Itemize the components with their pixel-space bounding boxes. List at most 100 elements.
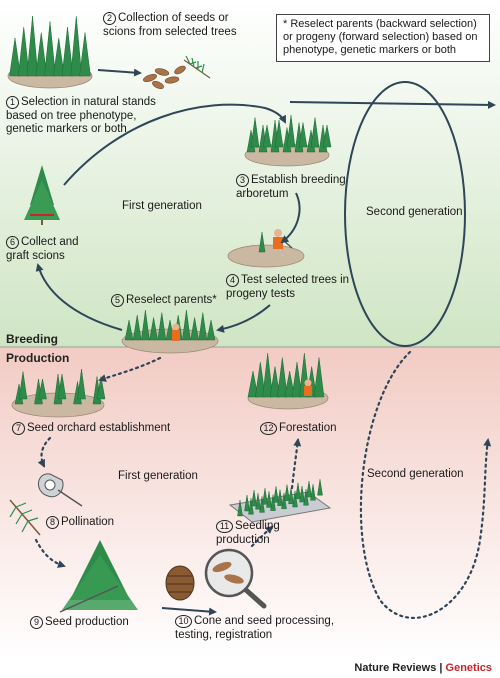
- tree-icon: [57, 373, 67, 400]
- tree-icon: [198, 312, 208, 341]
- arrow-to-next-generation: [289, 100, 496, 109]
- tree-icon: [38, 378, 47, 400]
- tree-icon: [35, 32, 48, 77]
- journal-credit: Nature Reviews | Genetics: [354, 662, 492, 674]
- tree-icon: [251, 489, 257, 507]
- progeny-test-tree: [258, 231, 266, 253]
- progeny-test-ground: [227, 244, 305, 268]
- production-second-generation-label: Second generation: [367, 468, 464, 480]
- tree-icon: [299, 485, 305, 503]
- tree-icon: [310, 484, 316, 501]
- breeding-first-generation-label: First generation: [122, 200, 202, 212]
- tree-icon: [157, 312, 167, 341]
- step-number: 10: [175, 615, 192, 628]
- tree-icon: [149, 317, 158, 341]
- tree-icon: [284, 370, 295, 398]
- tree-icon: [322, 124, 332, 148]
- tree-icon: [291, 361, 303, 398]
- step-number: 9: [30, 616, 43, 629]
- tree-icon: [255, 361, 266, 398]
- tree-icon: [61, 26, 74, 77]
- arrow-to-arboretum: [63, 103, 286, 186]
- tree-icon: [274, 119, 284, 148]
- arrow-5-to-6: [35, 263, 123, 331]
- production-section-title: Production: [6, 351, 70, 365]
- tree-icon: [52, 37, 65, 77]
- tree-icon: [132, 314, 142, 341]
- tree-icon: [244, 494, 250, 512]
- tree-icon: [182, 309, 191, 341]
- tree-icon: [262, 124, 272, 148]
- pine-cone-icon: [165, 565, 195, 601]
- tree-icon: [96, 376, 106, 400]
- worker-figure-icon: [172, 323, 180, 341]
- step-number: 4: [226, 274, 239, 287]
- tree-icon: [258, 231, 266, 253]
- tree-icon: [18, 371, 28, 400]
- tree-icon: [26, 15, 39, 77]
- arrow-11-to-12: [290, 438, 302, 490]
- breeding-section-title: Breeding: [6, 332, 59, 346]
- tree-icon: [266, 491, 272, 508]
- grafted-seedling-icon: [24, 165, 60, 225]
- breeding-arrows: [35, 68, 496, 616]
- tray-seedlings: [237, 479, 323, 517]
- breeding-second-generation-label: Second generation: [366, 206, 463, 218]
- tree-icon: [141, 309, 150, 341]
- tree-icon: [237, 499, 243, 517]
- step-number: 7: [12, 422, 25, 435]
- arrow-7-to-8: [37, 436, 52, 468]
- tree-icon: [273, 486, 279, 503]
- orchard-trees: [14, 368, 106, 405]
- step-number: 6: [6, 236, 19, 249]
- tree-icon: [310, 117, 320, 148]
- tree-icon: [17, 26, 30, 77]
- tree-icon: [70, 15, 83, 77]
- arrow-1-to-2: [97, 68, 142, 77]
- production-second-generation-loop: [359, 350, 492, 619]
- production-arrows: [34, 350, 492, 619]
- tree-icon: [9, 37, 21, 77]
- tree-icon: [190, 317, 199, 341]
- natural-stand-trees: [9, 15, 91, 77]
- tree-icon: [288, 487, 294, 505]
- arrow-8-to-9: [34, 538, 66, 568]
- arrow-5-to-7: [98, 356, 162, 382]
- tree-icon: [298, 122, 308, 148]
- arrow-3-to-4: [280, 192, 301, 244]
- tree-icon: [317, 479, 323, 496]
- tree-icon: [77, 368, 86, 400]
- step-number: 3: [236, 174, 249, 187]
- tree-icon: [284, 484, 290, 501]
- tree-icon: [269, 366, 281, 398]
- tree-icon: [262, 352, 273, 398]
- step-number: 5: [111, 294, 124, 307]
- step-number: 8: [46, 516, 59, 529]
- tree-icon: [247, 370, 259, 398]
- arrow-4-to-5: [216, 304, 271, 333]
- seeds-icon: [143, 65, 186, 90]
- magnifier-icon: [204, 548, 267, 609]
- arboretum-trees: [246, 114, 332, 153]
- tree-icon: [206, 319, 216, 341]
- worker-figure-icon: [304, 379, 312, 396]
- reselect-trees: [124, 309, 216, 341]
- tree-icon: [79, 32, 91, 77]
- tree-icon: [255, 493, 261, 510]
- tree-icon: [44, 21, 56, 77]
- tree-icon: [262, 488, 268, 505]
- tree-icon: [295, 482, 301, 500]
- arrow-9-to-10: [161, 607, 217, 616]
- tree-icon: [277, 357, 288, 398]
- pollination-bag-icon: [38, 473, 83, 507]
